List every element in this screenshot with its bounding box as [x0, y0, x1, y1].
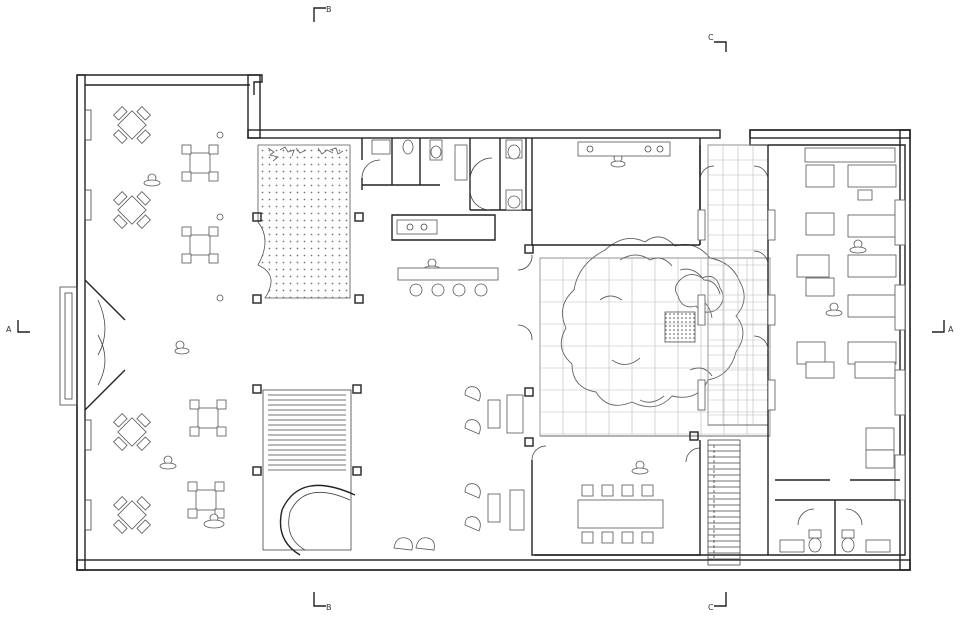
- columns: [216, 131, 224, 302]
- section-marker-c-bottom: C: [708, 592, 727, 612]
- section-label-c-top: C: [708, 33, 714, 42]
- section-label-b-top: B: [326, 5, 332, 14]
- office: [796, 147, 906, 501]
- section-marker-b-top: B: [313, 5, 332, 22]
- entrance-doors: [84, 279, 126, 411]
- people-figures: [143, 153, 867, 529]
- left-bay-window: [59, 286, 78, 406]
- section-label-b-bottom: B: [326, 603, 332, 612]
- service-rooms: [361, 138, 532, 241]
- corridor: [697, 144, 776, 566]
- bar-counter: [397, 267, 499, 297]
- section-marker-b-bottom: B: [313, 592, 332, 612]
- tiled-courtyard: [524, 236, 771, 447]
- kitchen: [517, 138, 701, 341]
- section-marker-a-right: A: [932, 320, 954, 334]
- planted-courtyard: [252, 144, 364, 304]
- lounge-chairs: [393, 386, 525, 551]
- dining-tables-left: [113, 106, 227, 534]
- section-marker-c-top: C: [708, 33, 727, 52]
- section-label-a-right: A: [948, 325, 954, 334]
- staircase: [252, 384, 362, 556]
- section-marker-a-left: A: [6, 320, 30, 334]
- section-label-a-left: A: [6, 325, 12, 334]
- meeting-room: [531, 440, 701, 556]
- section-label-c-bottom: C: [708, 603, 714, 612]
- office-restrooms: [775, 479, 900, 555]
- left-windows: [84, 109, 92, 531]
